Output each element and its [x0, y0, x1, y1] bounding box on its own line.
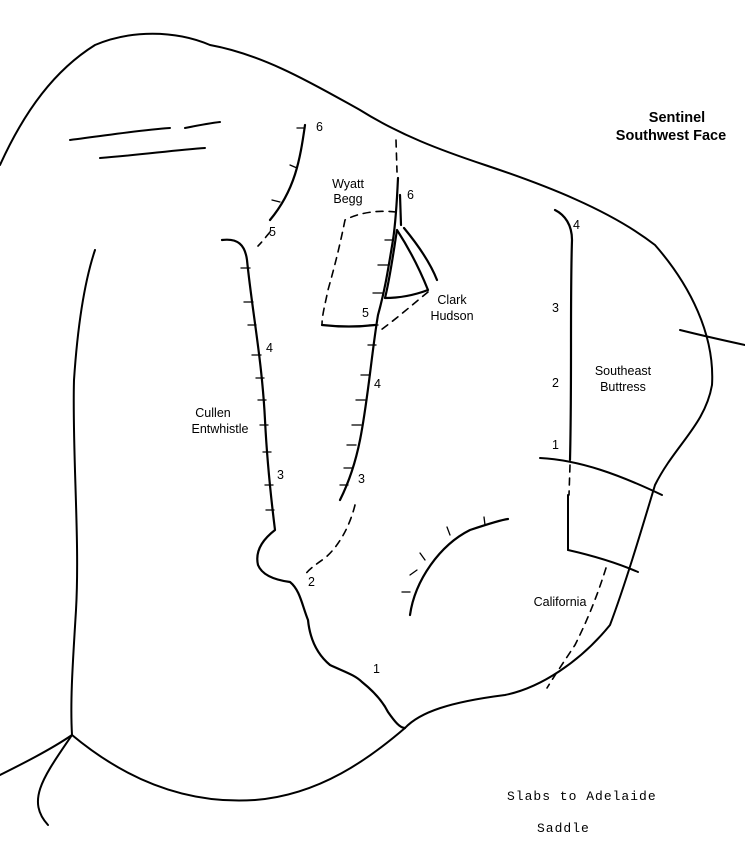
- cullen-entwhistle-route-line: [268, 123, 307, 222]
- route-label-clark-hudson: Hudson: [430, 309, 473, 323]
- diagram-title: Sentinel: [649, 110, 705, 126]
- cullen-tick-marks: [240, 127, 306, 511]
- pitch-number: 2: [552, 376, 559, 390]
- route-label-southeast-buttress: Southeast: [595, 364, 652, 378]
- clark-hudson-dashes: [377, 291, 429, 333]
- summit-stroke: [69, 127, 171, 141]
- pitch-number: 4: [374, 377, 381, 391]
- rock-outline: [0, 32, 714, 802]
- left-edge-line: [70, 249, 96, 736]
- buttress-ledge: [539, 457, 663, 496]
- summit-stroke: [99, 147, 206, 159]
- wyatt-begg-dashes: [395, 139, 398, 173]
- pitch-number: 5: [269, 225, 276, 239]
- cullen-entwhistle-route-line: [220, 238, 407, 730]
- cullen-entwhistle-dashes: [257, 231, 271, 247]
- pitch-number: 3: [358, 472, 365, 486]
- route-label-cullen-entwhistle: Entwhistle: [192, 422, 249, 436]
- approach-note: Slabs to Adelaide: [507, 789, 657, 804]
- diagram-title: Southwest Face: [616, 128, 726, 144]
- pitch-number: 4: [266, 341, 273, 355]
- pitch-number: 1: [552, 438, 559, 452]
- pitch-number: 2: [308, 575, 315, 589]
- lower-left-ridge: [37, 734, 73, 826]
- route-label-clark-hudson: Clark: [437, 293, 467, 307]
- summit-stroke: [184, 121, 221, 129]
- route-label-california: California: [534, 595, 587, 609]
- buttress-ledge: [567, 549, 639, 573]
- pitch-number: 5: [362, 306, 369, 320]
- arc-tick-marks: [401, 516, 486, 593]
- pitch-number: 6: [407, 188, 414, 202]
- wyatt-tick-marks: [339, 239, 394, 486]
- route-label-cullen-entwhistle: Cullen: [195, 406, 230, 420]
- east-ridge-line: [679, 329, 745, 346]
- pitch-number: 6: [316, 120, 323, 134]
- southeast-buttress-route-line: [553, 208, 574, 462]
- route-label-southeast-buttress: Buttress: [600, 380, 646, 394]
- approach-note: Saddle: [537, 821, 590, 836]
- arc-crack-line: [408, 517, 510, 617]
- wyatt-begg-route-line: [320, 323, 377, 328]
- wyatt-begg-route-line: [338, 176, 400, 502]
- wyatt-begg-dashes: [321, 210, 397, 326]
- wyatt-begg-dashes: [304, 504, 356, 576]
- pitch-number: 1: [373, 662, 380, 676]
- route-label-wyatt-begg: Wyatt: [332, 177, 364, 191]
- clark-hudson-route-line: [383, 228, 430, 300]
- southeast-buttress-dashes: [568, 464, 571, 496]
- pitch-number: 3: [552, 301, 559, 315]
- clark-hudson-route-line: [402, 226, 439, 282]
- california-dashes: [546, 567, 607, 689]
- route-label-wyatt-begg: Begg: [333, 192, 362, 206]
- pitch-number: 3: [277, 468, 284, 482]
- pitch-number: 4: [573, 218, 580, 232]
- wyatt-begg-route-line: [398, 193, 403, 227]
